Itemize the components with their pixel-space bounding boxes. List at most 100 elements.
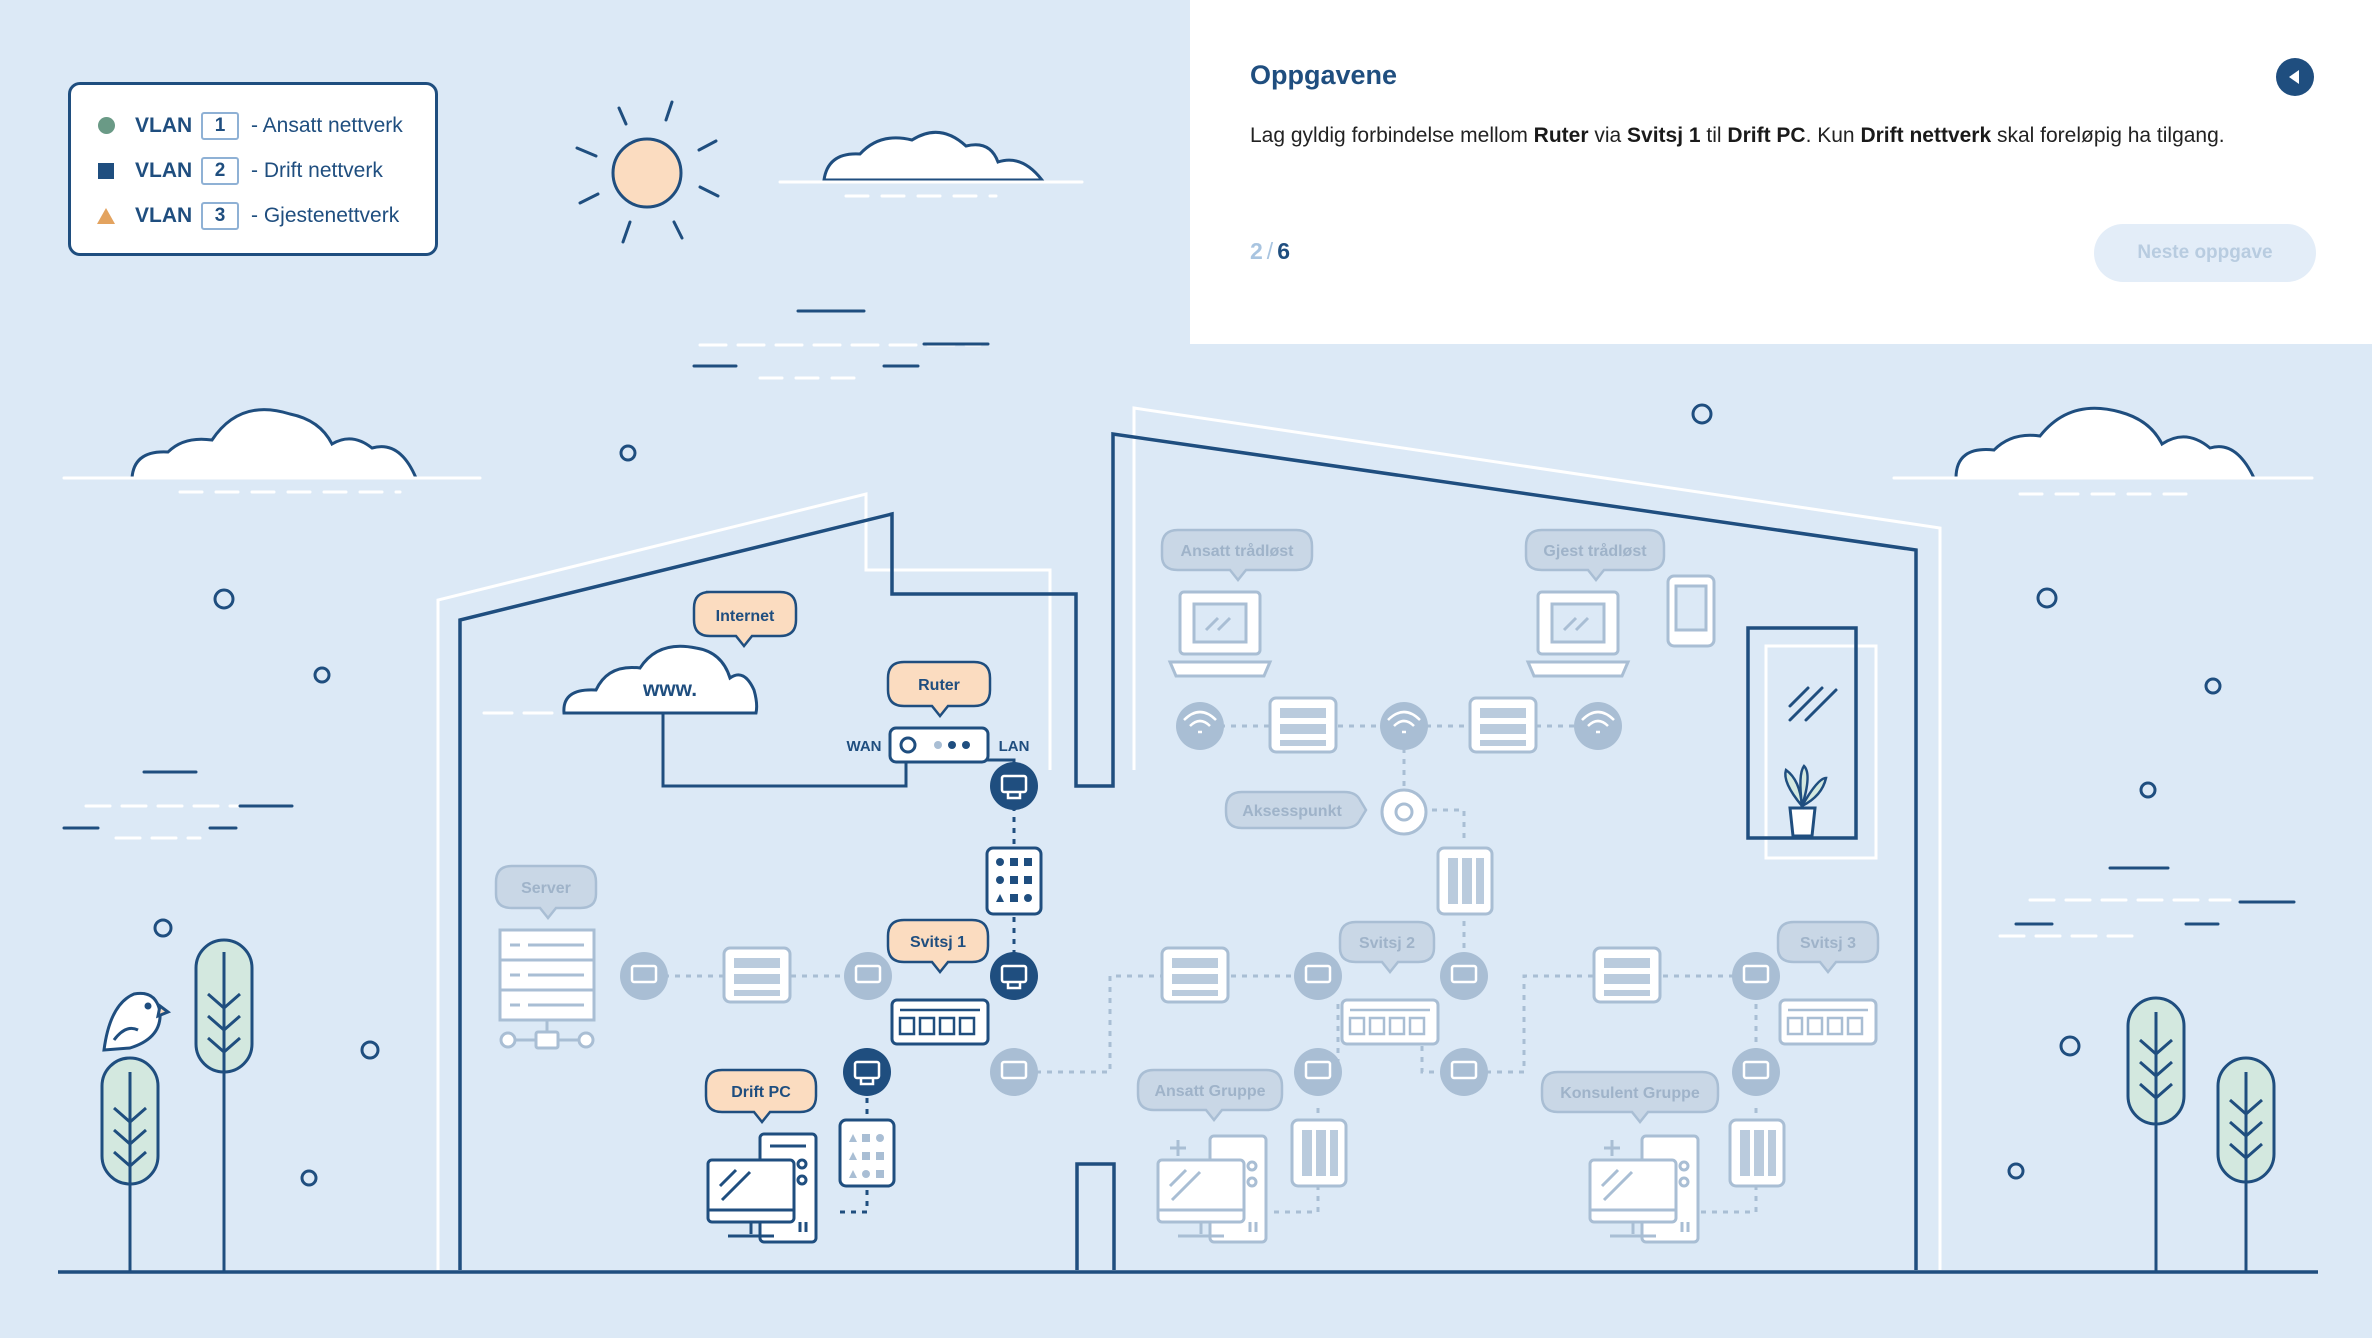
next-task-button[interactable]: Neste oppgave [2094,224,2316,282]
bubble-gjest-tradlost [1524,528,1666,583]
bubble-konsulent-gruppe [1540,1070,1720,1125]
sun-icon [575,100,720,244]
cloud-icon [822,130,1046,182]
label-aksesspunkt: Aksesspunkt [1242,803,1342,820]
legend-vlan-number: 1 [201,111,239,140]
legend-vlan-name: - Ansatt nettverk [251,113,403,137]
bubble-ansatt-gruppe [1136,1068,1284,1123]
label-internet: Internet [716,608,775,625]
cloud-icon [1954,406,2257,480]
progress-current: 2 [1250,238,1263,264]
bubble-svitsj2 [1338,920,1436,975]
label-ansatt-tradlost: Ansatt trådløst [1181,542,1295,560]
vlan-block[interactable] [985,846,1043,916]
label-ansatt-gruppe: Ansatt Gruppe [1154,1083,1265,1100]
bubble-server [494,864,598,921]
task-text-bold: Svitsj 1 [1627,124,1701,147]
task-text-part: via [1588,124,1628,147]
bird-icon [102,991,172,1052]
port-icon[interactable] [1440,1048,1488,1096]
access-point-device[interactable] [1380,788,1428,836]
progress-total: 6 [1277,238,1290,264]
bubble-ruter: Ruter [886,660,992,719]
ansatt-gruppe-pc-device[interactable] [1156,1134,1268,1244]
task-title: Oppgavene [1250,60,1398,90]
cloud-www-text: www. [642,678,697,701]
label-svitsj2: Svitsj 2 [1359,935,1415,952]
label-drift-pc: Drift PC [731,1084,791,1101]
tree-icon [100,1056,160,1272]
task-text-bold: Drift nettverk [1860,124,1992,147]
label-konsulent-gruppe: Konsulent Gruppe [1560,1085,1700,1102]
port-icon[interactable] [844,952,892,1000]
vlan-legend: VLAN 1 - Ansatt nettverk VLAN 2 - Drift … [68,82,438,256]
square-icon [95,162,117,179]
port-icon[interactable] [990,952,1038,1000]
legend-row-vlan2: VLAN 2 - Drift nettverk [95,148,435,193]
legend-row-vlan3: VLAN 3 - Gjestenettverk [95,193,435,238]
tree-icon [2126,996,2186,1272]
port-icon[interactable] [1294,952,1342,1000]
port-icon[interactable] [990,762,1038,810]
port-icon[interactable] [1440,952,1488,1000]
label-lan: LAN [999,738,1030,755]
bubble-ansatt-tradlost [1160,528,1314,583]
bubble-svitsj3 [1776,920,1880,975]
triangle-icon [95,207,117,224]
task-text-part: . Kun [1805,124,1861,147]
drift-pc-device[interactable] [706,1132,818,1244]
port-icon[interactable] [990,1048,1038,1096]
tree-icon [194,938,254,1272]
legend-vlan-number: 3 [201,201,239,230]
task-panel: Oppgavene Lag gyldig forbindelse mellom … [1190,0,2372,344]
legend-vlan-name: - Gjestenettverk [251,203,400,227]
server-device[interactable] [498,928,596,1050]
label-gjest-tradlost: Gjest trådløst [1543,542,1647,560]
tablet-gjest-device[interactable] [1666,574,1716,648]
legend-vlan-number: 2 [201,156,239,185]
laptop-ansatt-device[interactable] [1167,590,1273,678]
switch-1-device[interactable] [890,998,990,1046]
collapse-panel-button[interactable] [2276,58,2314,96]
port-icon[interactable] [620,952,668,1000]
konsulent-gruppe-pc-device[interactable] [1588,1134,1700,1244]
task-text-part: til [1700,124,1728,147]
port-icon[interactable] [1732,1048,1780,1096]
internet-cloud-icon: www. [562,644,759,715]
task-text-part: skal foreløpig ha tilgang. [1991,124,2225,147]
bubble-svitsj1: Svitsj 1 [886,918,990,975]
bubble-aksesspunkt [1224,790,1368,830]
label-wan: WAN [847,738,882,755]
label-svitsj1: Svitsj 1 [910,934,966,951]
wifi-icon[interactable] [1380,702,1428,750]
legend-vlan-label: VLAN [135,113,193,137]
label-server: Server [521,880,571,897]
window-plant-icon [1746,626,1878,860]
legend-vlan-label: VLAN [135,158,193,182]
port-icon[interactable] [843,1048,891,1096]
legend-vlan-name: - Drift nettverk [251,158,383,182]
label-ruter: Ruter [918,677,960,694]
task-text-bold: Drift PC [1727,124,1806,147]
tree-icon [2216,1056,2276,1272]
switch-3-device[interactable] [1778,998,1878,1046]
port-icon[interactable] [1294,1048,1342,1096]
vlan-block[interactable] [838,1118,896,1188]
task-description: Lag gyldig forbindelse mellom Ruter via … [1250,124,2225,148]
port-icon[interactable] [1732,952,1780,1000]
task-text-bold: Ruter [1533,124,1589,147]
progress-separator: / [1266,238,1274,264]
wifi-icon[interactable] [1176,702,1224,750]
router-device[interactable] [888,726,990,764]
switch-2-device[interactable] [1340,998,1440,1046]
bubble-drift-pc: Drift PC [704,1068,818,1125]
legend-vlan-label: VLAN [135,203,193,227]
task-progress: 2/6 [1250,238,1290,265]
wifi-icon[interactable] [1574,702,1622,750]
label-svitsj3: Svitsj 3 [1800,935,1856,952]
bubble-internet: Internet [692,590,798,649]
laptop-gjest-device[interactable] [1525,590,1631,678]
cloud-icon [130,408,419,480]
task-text-part: Lag gyldig forbindelse mellom [1250,124,1534,147]
circle-icon [95,117,117,134]
